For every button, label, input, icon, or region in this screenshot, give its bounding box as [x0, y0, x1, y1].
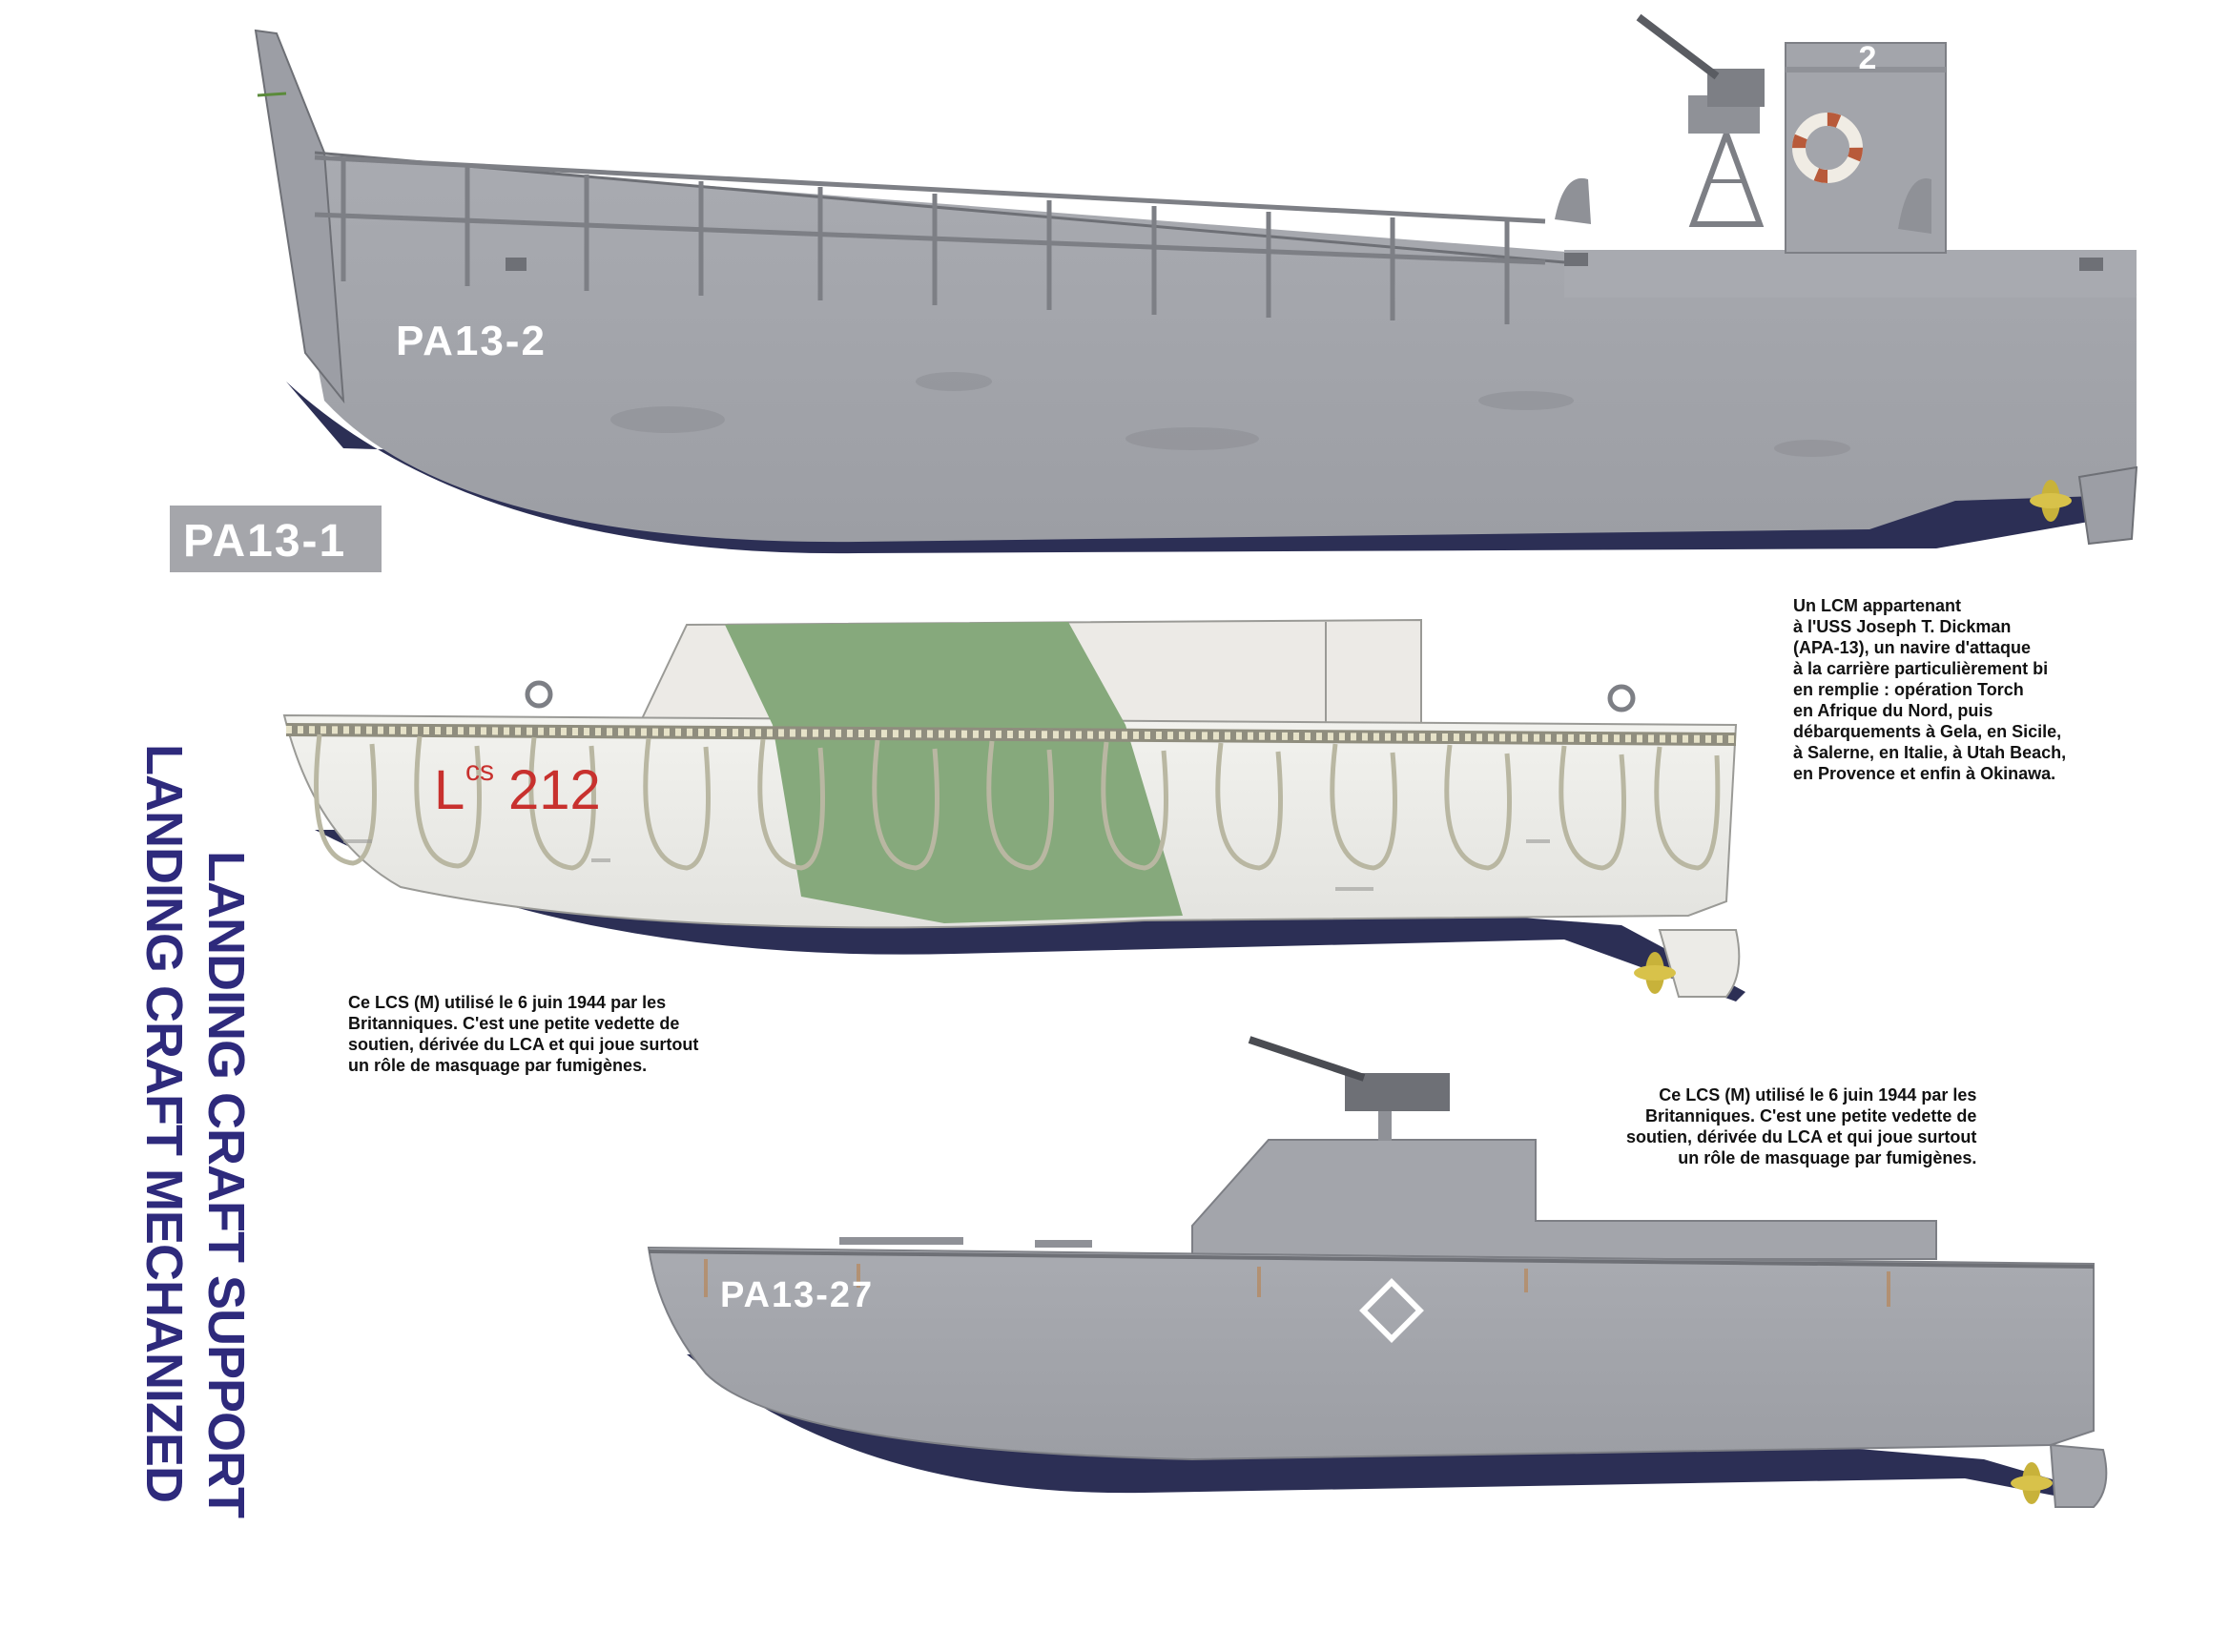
side-title-mechanized: LANDING CRAFT MECHANIZED [135, 744, 193, 1502]
machine-gun-icon [1636, 13, 1765, 227]
small-hull-marking: PA13-27 [720, 1275, 874, 1315]
lcm-tower-number: 2 [1859, 40, 1877, 76]
propeller-icon [1634, 952, 1676, 994]
lcs-caption-right: Ce LCS (M) utilisé le 6 juin 1944 par le… [1626, 1085, 1977, 1167]
side-title-support: LANDING CRAFT SUPPORT [197, 851, 255, 1518]
lcs-caption-left: Ce LCS (M) utilisé le 6 juin 1944 par le… [348, 993, 699, 1075]
diamond-emblem-icon [1359, 1278, 1424, 1343]
badge-text: PA13-1 [183, 516, 347, 567]
rope-fender-icon [285, 723, 1737, 746]
lcs-marking-super: cs [465, 755, 494, 787]
lcm-hull-marking: PA13-2 [396, 318, 547, 364]
propeller-icon [2011, 1462, 2053, 1504]
machine-gun-icon [1248, 1036, 1450, 1141]
lcm-caption: Un LCM appartenant à l'USS Joseph T. Dic… [1793, 596, 2067, 783]
propeller-icon [2030, 480, 2072, 522]
badge-label: PA13-1 [170, 506, 382, 572]
life-ring-icon [1792, 113, 1863, 183]
lcs-marking-prefix: L [434, 759, 465, 821]
lcs-marking-number: 212 [508, 759, 601, 821]
